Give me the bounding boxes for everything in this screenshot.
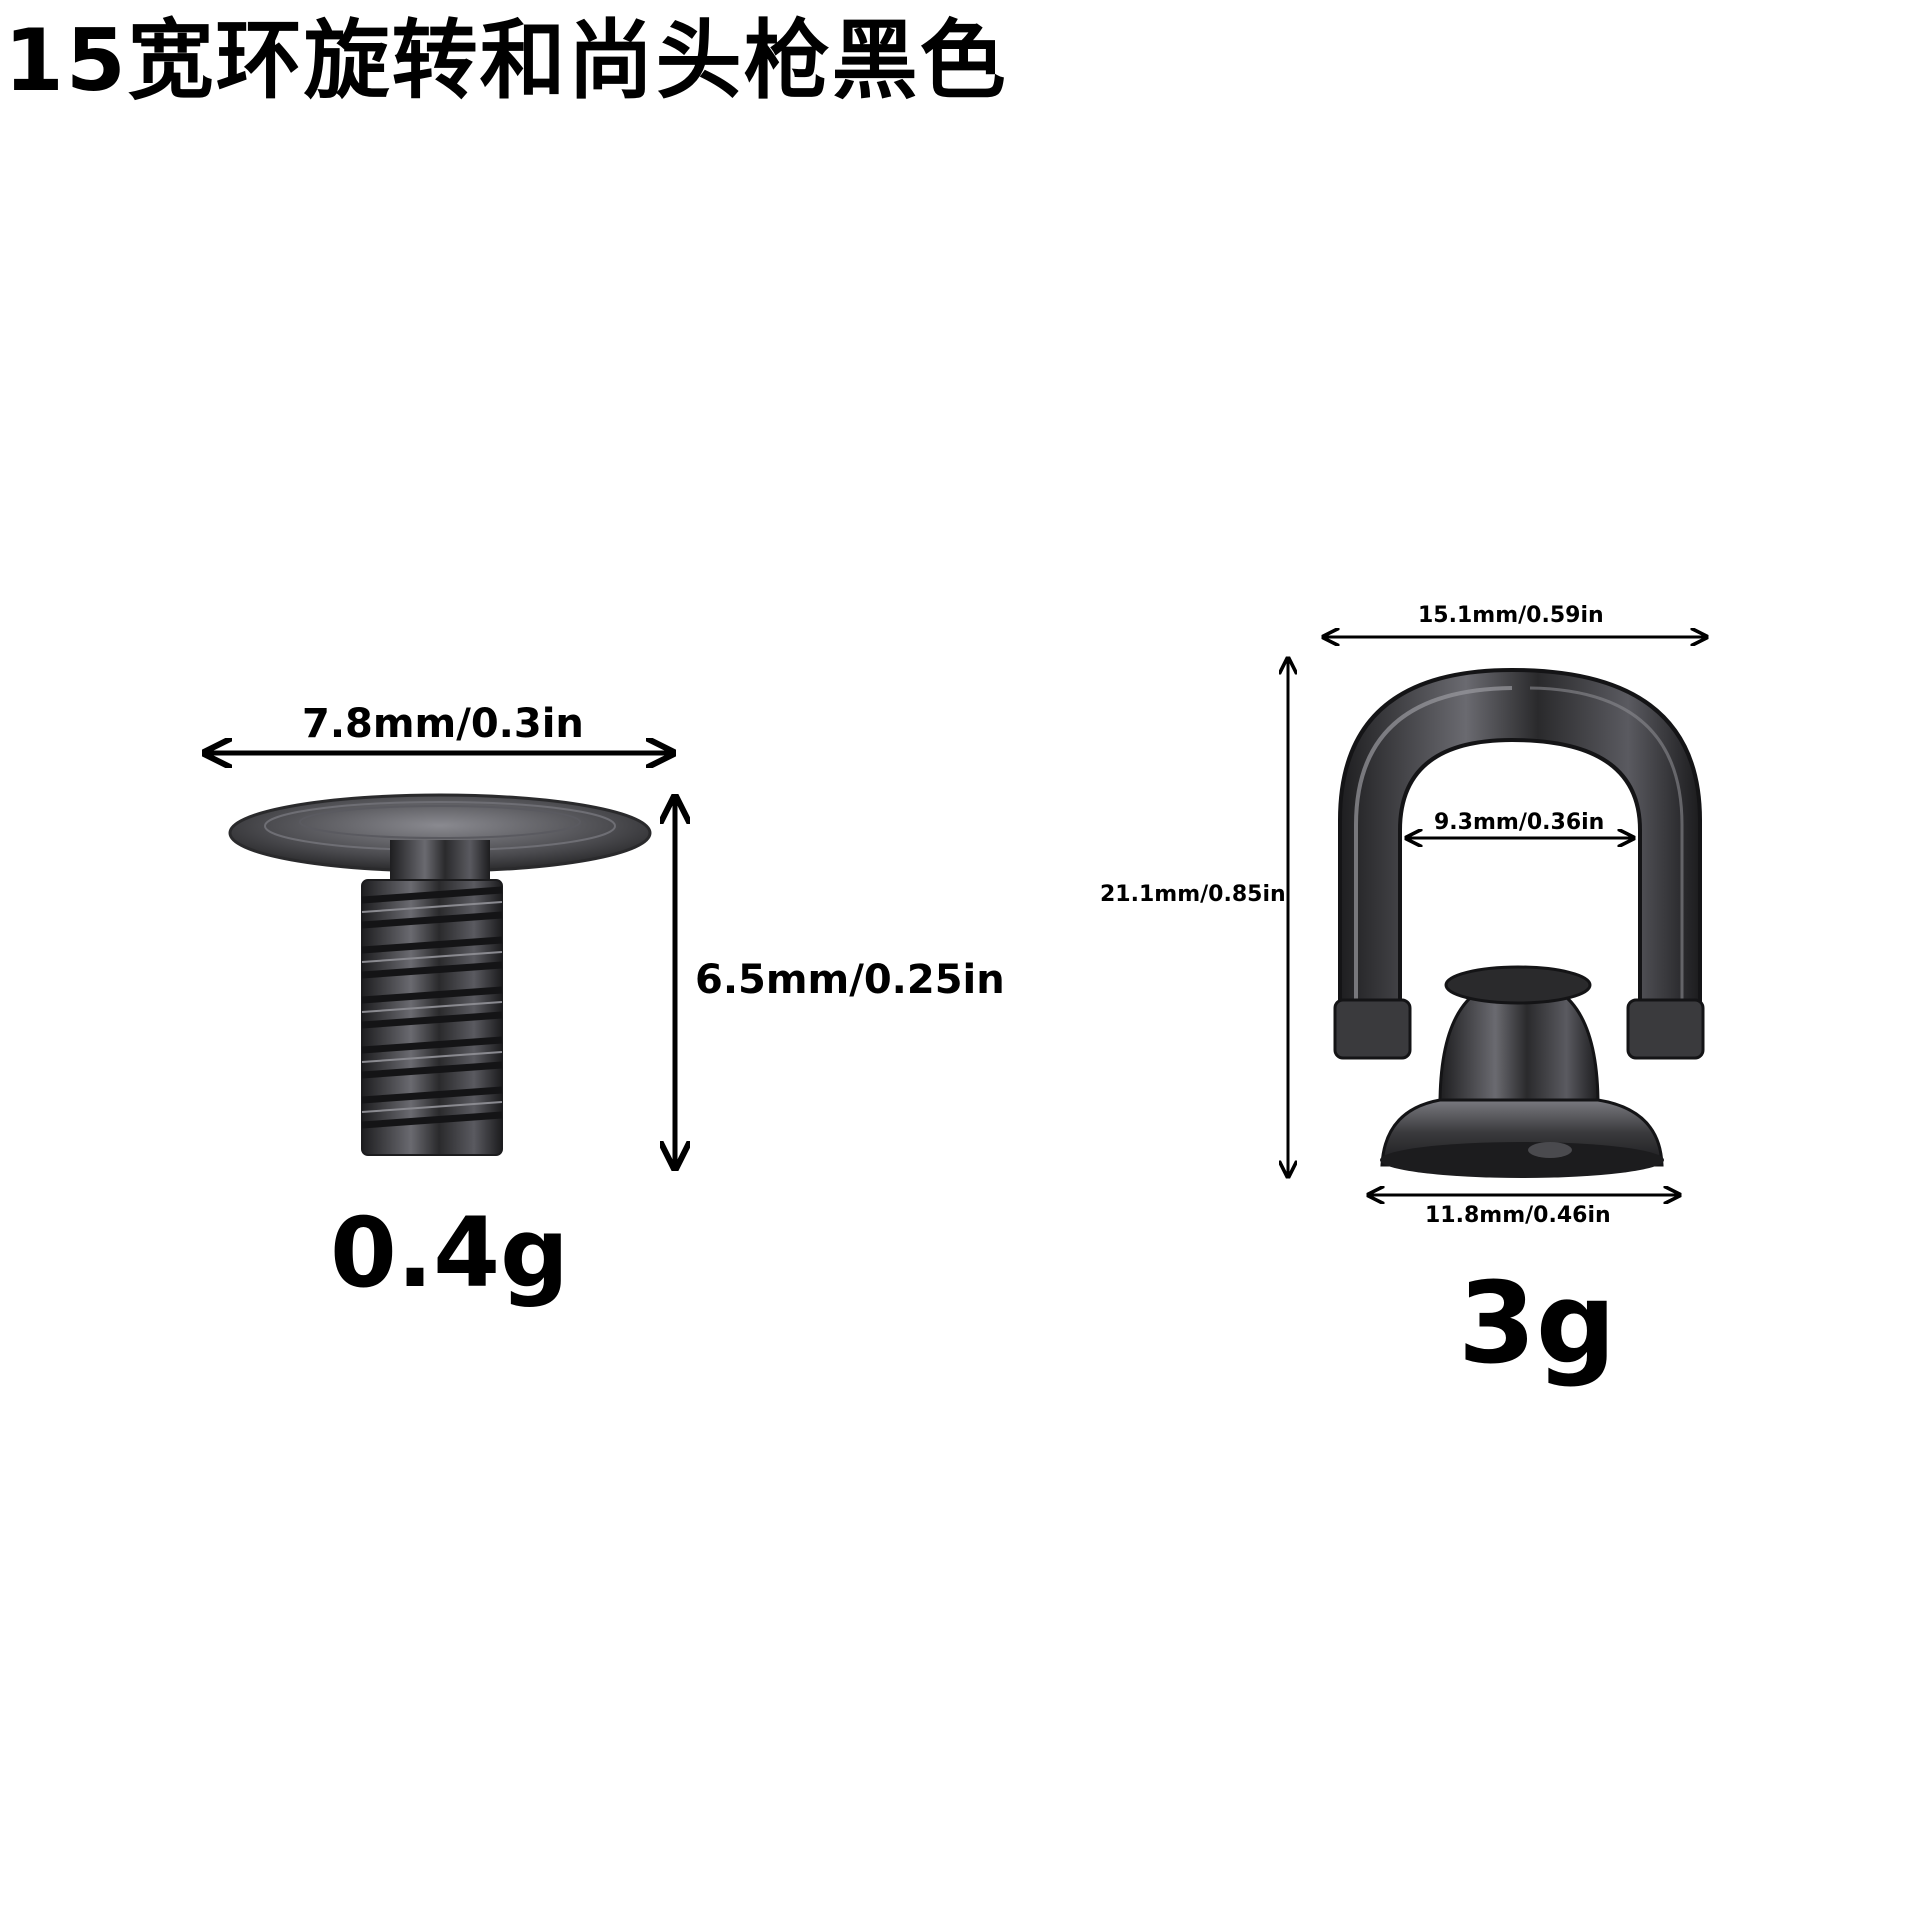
product-title: 15宽环旋转和尚头枪黑色	[4, 11, 1008, 111]
screw-neck	[390, 840, 490, 882]
ring-inner-width-label: 9.3mm/0.36in	[1434, 810, 1605, 835]
ring-image	[1333, 667, 1705, 1178]
screw-threads	[361, 886, 503, 1129]
screw-image	[228, 793, 652, 1156]
ring-loop	[1338, 667, 1702, 1042]
screw-width-label: 7.8mm/0.3in	[302, 701, 584, 747]
screw-weight: 0.4g	[330, 1197, 569, 1309]
ring-base-width-label: 11.8mm/0.46in	[1425, 1203, 1611, 1228]
ring-height-label: 21.1mm/0.85in	[1100, 882, 1286, 907]
ring-top-width-label: 15.1mm/0.59in	[1418, 603, 1604, 628]
screw-height-label: 6.5mm/0.25in	[695, 957, 1005, 1003]
ring-weight: 3g	[1458, 1259, 1617, 1389]
